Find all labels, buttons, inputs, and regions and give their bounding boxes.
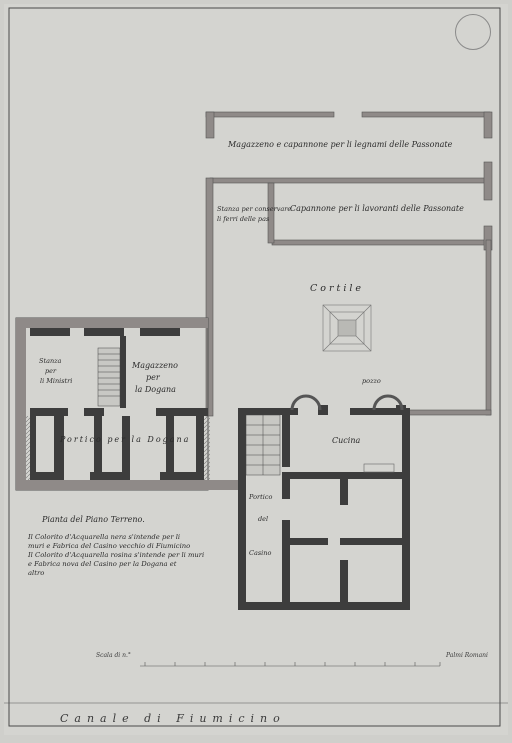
label-stanza-ministri-line3: li Ministri xyxy=(40,377,73,385)
label-stanza-ferri-line2: li ferri delle pas xyxy=(217,215,270,223)
dogana-building xyxy=(15,317,238,491)
legend-title: Pianta del Piano Terreno. xyxy=(42,515,145,524)
label-capannone-lavoranti: Capannone per li lavoranti delle Passona… xyxy=(290,204,464,213)
legend-line-2: muri e Fabrica del Casino vecchio di Fiu… xyxy=(28,542,191,550)
courtyard-fountain xyxy=(322,304,372,352)
label-stanza-ministri-line2: per xyxy=(45,367,57,375)
label-portico-dogana: Portico per la Dogana xyxy=(60,435,191,444)
legend-line-4: e Fabrica nova del Casino per la Dogana … xyxy=(28,560,177,568)
scale-bar xyxy=(140,662,441,667)
label-pozzo: pozzo xyxy=(362,377,381,385)
label-magazzeno-legnami: Magazzeno e capannone per li legnami del… xyxy=(228,140,453,149)
label-magazzeno-dogana-line3: la Dogana xyxy=(135,385,176,394)
sheet-border xyxy=(8,7,501,727)
casino-building xyxy=(238,405,410,610)
label-magazzeno-dogana-line1: Magazzeno xyxy=(132,361,178,370)
label-cucina: Cucina xyxy=(332,436,361,445)
legend-line-3: Il Colorito d'Acquarella rosina s'intend… xyxy=(28,551,205,559)
label-portico-casino-line1: Portico xyxy=(249,493,273,501)
wells xyxy=(290,394,404,411)
casino-stairs xyxy=(245,414,281,476)
label-cortile: Cortile xyxy=(310,283,365,294)
canal-label: Canale di Fiumicino xyxy=(60,712,286,725)
scale-label-left: Scala di n.° xyxy=(96,652,131,659)
label-stanza-ministri-line1: Stanza xyxy=(39,357,62,365)
legend: Pianta del Piano Terreno. Il Colorito d'… xyxy=(28,515,238,578)
dogana-stairs xyxy=(97,347,121,407)
legend-line-5: altro xyxy=(28,569,45,577)
paper xyxy=(4,4,508,735)
upper-warehouse xyxy=(205,111,493,417)
label-stanza-ferri-line1: Stanza per conservare xyxy=(217,205,292,213)
label-portico-casino-line2: del xyxy=(258,515,269,523)
label-portico-casino-line3: Casino xyxy=(249,549,272,557)
legend-line-1: Il Colorito d'Acquarella nera s'intende … xyxy=(28,533,181,541)
scale-label-right: Palmi Romani xyxy=(446,652,488,659)
label-magazzeno-dogana-line2: per xyxy=(146,373,160,382)
library-stamp xyxy=(455,14,491,50)
